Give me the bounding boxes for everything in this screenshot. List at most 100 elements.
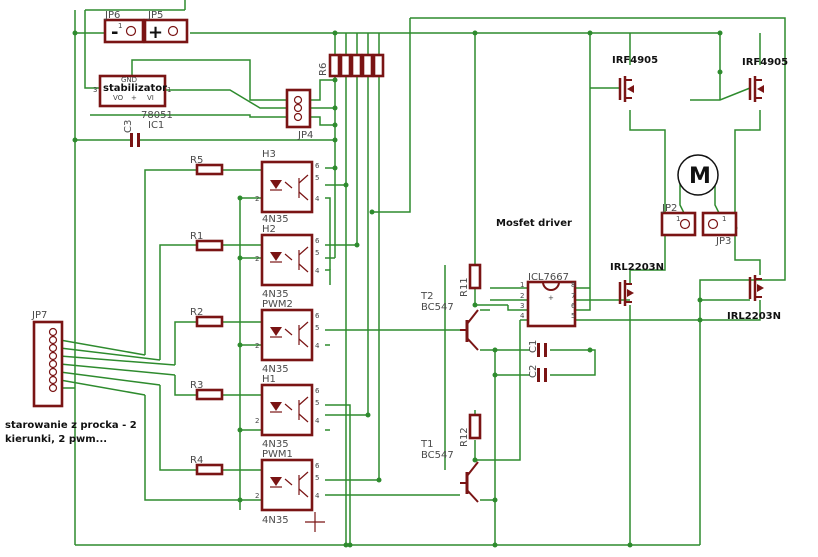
opto-pwm1: PWM1 4N35 6 5 4 2 xyxy=(255,449,320,526)
svg-text:stabilizator: stabilizator xyxy=(103,83,167,94)
svg-text:R5: R5 xyxy=(190,155,203,166)
svg-text:IRF4905: IRF4905 xyxy=(742,57,788,68)
svg-text:4: 4 xyxy=(315,267,320,275)
capacitor-c3: C3 xyxy=(123,120,140,147)
mosfet-irl2203n-right: IRL2203N xyxy=(727,275,781,322)
connector-jp7: JP7 xyxy=(31,310,64,408)
svg-text:4: 4 xyxy=(520,312,525,320)
transistor-t2: T2 BC547 xyxy=(420,291,479,351)
opto-h3: H3 4N35 6 5 4 2 xyxy=(255,149,320,225)
svg-text:2: 2 xyxy=(520,292,524,300)
capacitor-c1: C1 xyxy=(528,340,547,357)
svg-text:4N35: 4N35 xyxy=(262,214,289,225)
svg-text:R4: R4 xyxy=(190,455,203,466)
mosfet-irl2203n-left: IRL2203N xyxy=(610,262,664,306)
svg-text:JP4: JP4 xyxy=(297,130,313,141)
resistor-r11: R11 xyxy=(459,263,482,297)
svg-text:H3: H3 xyxy=(262,149,276,160)
svg-text:1: 1 xyxy=(118,22,122,30)
mosfet-irf4905-left: IRF4905 xyxy=(612,55,658,102)
transistor-t1: T1 BC547 xyxy=(420,439,479,503)
svg-text:6: 6 xyxy=(315,312,320,320)
svg-text:R3: R3 xyxy=(190,380,203,391)
ground-cross xyxy=(305,512,325,532)
opto-pwm2: PWM2 4N35 6 5 4 2 xyxy=(255,299,320,375)
svg-text:7: 7 xyxy=(571,292,575,300)
junction-dots xyxy=(72,30,738,548)
svg-text:GND: GND xyxy=(121,76,137,84)
wires xyxy=(59,0,786,546)
svg-text:JP5: JP5 xyxy=(147,10,163,21)
resistor-r1: R1 xyxy=(190,231,224,252)
opto-h2: H2 4N35 6 5 4 2 xyxy=(255,224,320,300)
resistor-r12: R12 xyxy=(459,413,482,447)
svg-text:C3: C3 xyxy=(123,120,134,133)
svg-text:R6: R6 xyxy=(318,63,329,76)
resistor-r5: R5 xyxy=(190,155,224,176)
mosfet-driver-label: Mosfet driver xyxy=(496,218,572,229)
svg-text:6: 6 xyxy=(315,387,320,395)
svg-text:5: 5 xyxy=(315,474,319,482)
svg-text:4: 4 xyxy=(315,195,320,203)
svg-text:VO: VO xyxy=(113,94,124,102)
svg-text:4N35: 4N35 xyxy=(262,515,289,526)
connector-jp2: JP2 1 xyxy=(660,203,697,237)
mosfet-irf4905-right: IRF4905 xyxy=(742,57,788,102)
svg-text:ICL7667: ICL7667 xyxy=(528,272,569,283)
resistor-r3: R3 xyxy=(190,380,224,401)
svg-text:C2: C2 xyxy=(528,365,539,378)
svg-text:JP3: JP3 xyxy=(715,236,731,247)
svg-text:1: 1 xyxy=(676,215,680,223)
connector-jp4: JP4 xyxy=(285,88,313,141)
svg-text:78051: 78051 xyxy=(141,110,173,121)
svg-text:3: 3 xyxy=(93,86,97,94)
svg-text:JP7: JP7 xyxy=(31,310,47,321)
svg-text:3: 3 xyxy=(520,302,524,310)
svg-text:R12: R12 xyxy=(459,427,470,447)
svg-text:4N35: 4N35 xyxy=(262,439,289,450)
svg-text:1: 1 xyxy=(167,86,171,94)
svg-text:5: 5 xyxy=(315,249,319,257)
capacitor-c2: C2 xyxy=(528,365,547,382)
svg-text:+: + xyxy=(148,22,163,43)
svg-text:IRL2203N: IRL2203N xyxy=(727,311,781,322)
svg-text:+: + xyxy=(131,94,137,102)
svg-text:C1: C1 xyxy=(528,340,539,353)
svg-text:5: 5 xyxy=(571,312,575,320)
svg-text:4: 4 xyxy=(315,417,320,425)
svg-text:R1: R1 xyxy=(190,231,203,242)
connector-jp6: - JP6 1 xyxy=(103,10,145,44)
svg-text:6: 6 xyxy=(315,237,320,245)
svg-text:2: 2 xyxy=(255,342,259,350)
svg-text:4: 4 xyxy=(315,342,320,350)
connector-jp5: + JP5 xyxy=(143,10,189,44)
svg-text:+: + xyxy=(548,294,554,302)
svg-text:2: 2 xyxy=(255,195,259,203)
svg-text:6: 6 xyxy=(315,462,320,470)
svg-text:BC547: BC547 xyxy=(421,450,454,461)
motor-m: M xyxy=(677,154,719,196)
svg-text:8: 8 xyxy=(571,281,575,289)
svg-text:-: - xyxy=(111,22,118,43)
svg-text:R2: R2 xyxy=(190,307,203,318)
svg-text:5: 5 xyxy=(315,399,319,407)
svg-text:BC547: BC547 xyxy=(421,302,454,313)
svg-text:6: 6 xyxy=(571,302,576,310)
svg-text:1: 1 xyxy=(520,281,524,289)
svg-text:4N35: 4N35 xyxy=(262,364,289,375)
svg-text:T2: T2 xyxy=(420,291,433,302)
resistor-r2: R2 xyxy=(190,307,224,328)
svg-text:T1: T1 xyxy=(420,439,433,450)
svg-text:R11: R11 xyxy=(459,277,470,297)
opto-h1: H1 4N35 6 5 4 2 xyxy=(255,374,320,450)
svg-text:IC1: IC1 xyxy=(148,120,164,131)
svg-text:VI: VI xyxy=(147,94,154,102)
svg-text:4: 4 xyxy=(315,492,320,500)
stabilizer-ic1: stabilizator GND VO + VI 3 1 78051 IC1 xyxy=(93,74,173,131)
svg-text:2: 2 xyxy=(255,492,259,500)
svg-text:H1: H1 xyxy=(262,374,276,385)
svg-text:PWM1: PWM1 xyxy=(262,449,293,460)
svg-text:JP2: JP2 xyxy=(661,203,677,214)
resistor-network-r6: R6 xyxy=(318,53,385,78)
